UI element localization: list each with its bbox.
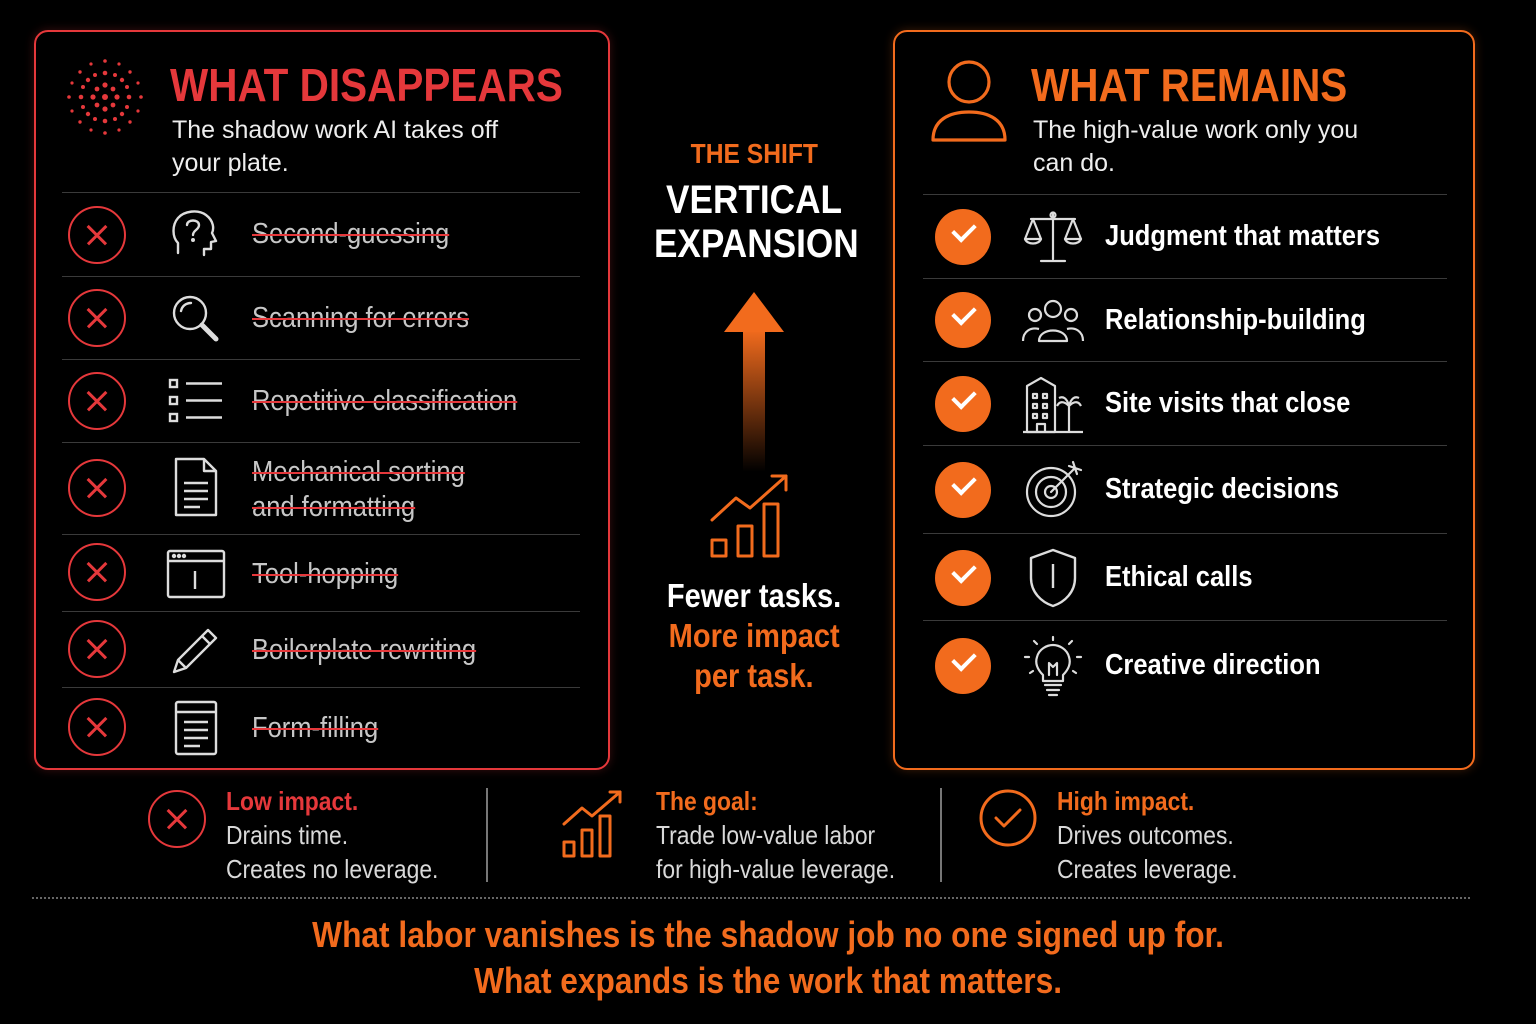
remaining-work-label: Strategic decisions [1105, 473, 1340, 505]
list-item: Mechanical sorting and formatting [62, 442, 580, 534]
remaining-work-label: Judgment that matters [1105, 220, 1381, 252]
list-item: Judgment that matters [923, 194, 1447, 278]
remaining-work-label: Site visits that close [1105, 387, 1351, 419]
list-item: Boilerplate rewriting [62, 611, 580, 687]
check-icon [935, 376, 991, 432]
panel-subtitle: The shadow work AI takes off your plate. [172, 116, 499, 177]
growth-chart-icon [710, 474, 788, 558]
check-icon [935, 292, 991, 348]
x-mark-icon [68, 289, 126, 347]
remaining-work-label: Ethical calls [1105, 561, 1253, 593]
list-item: Second-guessing [62, 192, 580, 276]
task-label: and formatting [252, 491, 416, 523]
divider [940, 788, 942, 882]
shift-title: VERTICAL EXPANSION [653, 178, 859, 266]
task-label: Mechanical sorting [252, 456, 465, 488]
shift-kicker: THE SHIFT [690, 138, 818, 169]
task-label: Scanning for errors [252, 302, 470, 334]
goal-note: The goal: Trade low-value labor for high… [656, 786, 896, 884]
panel-title: WHAT DISAPPEARS [170, 59, 563, 111]
task-label: Boilerplate rewriting [252, 634, 477, 666]
check-icon [935, 638, 991, 694]
high-impact-note: High impact. Drives outcomes. Creates le… [1057, 786, 1238, 884]
x-mark-icon [68, 620, 126, 678]
x-mark-icon [68, 206, 126, 264]
panel-subtitle: The high-value work only you can do. [1033, 116, 1359, 177]
check-icon [935, 209, 991, 265]
browser-window-icon [166, 549, 226, 599]
list-icon [168, 378, 222, 423]
dotted-divider [32, 897, 1470, 899]
x-mark-icon [68, 372, 126, 430]
shield-icon [1029, 548, 1077, 608]
task-label: Form-filling [252, 712, 379, 744]
task-label: Second-guessing [252, 218, 450, 250]
shift-column: THE SHIFT VERTICAL EXPANSION Fewer tasks… [640, 0, 868, 700]
list-item: Relationship-building [923, 278, 1447, 361]
high-impact-check-icon [979, 789, 1037, 847]
x-mark-icon [68, 459, 126, 517]
lightbulb-icon [1023, 635, 1083, 697]
x-mark-icon [68, 698, 126, 756]
divider [486, 788, 488, 882]
list-item: Scanning for errors [62, 276, 580, 359]
document-icon [174, 457, 218, 517]
goal-growth-icon [562, 790, 622, 858]
shift-tagline: Fewer tasks. More impact per task. [666, 577, 842, 694]
closing-statement: What labor vanishes is the shadow job no… [312, 914, 1224, 1001]
x-mark-icon [68, 543, 126, 601]
dissolving-dots-icon [67, 59, 143, 135]
target-icon [1025, 460, 1083, 518]
list-item: Creative direction [923, 620, 1447, 710]
low-impact-x-icon [148, 790, 206, 848]
scales-icon [1023, 211, 1083, 263]
people-icon [1021, 299, 1085, 343]
list-item: Repetitive classification [62, 359, 580, 442]
task-label: Repetitive classification [252, 385, 518, 417]
up-arrow-icon [724, 292, 784, 472]
remaining-work-label: Creative direction [1105, 649, 1321, 681]
question-head-icon [172, 210, 218, 257]
check-icon [935, 550, 991, 606]
list-item: Ethical calls [923, 533, 1447, 620]
magnifier-icon [172, 295, 219, 342]
form-icon [174, 700, 218, 756]
what-remains-panel: WHAT REMAINS The high-value work only yo… [893, 30, 1475, 770]
pencil-icon [172, 628, 218, 674]
list-item: Tool-hopping [62, 534, 580, 611]
list-item: Site visits that close [923, 361, 1447, 445]
check-icon [935, 462, 991, 518]
low-impact-note: Low impact. Drains time. Creates no leve… [226, 786, 439, 884]
remaining-work-label: Relationship-building [1105, 304, 1366, 336]
list-item: Strategic decisions [923, 445, 1447, 533]
panel-title: WHAT REMAINS [1031, 59, 1348, 111]
person-icon [931, 60, 1007, 142]
list-item: Form-filling [62, 687, 580, 767]
what-disappears-panel: WHAT DISAPPEARS The shadow work AI takes… [34, 30, 610, 770]
task-label: Tool-hopping [252, 558, 399, 590]
building-palm-icon [1023, 376, 1083, 434]
